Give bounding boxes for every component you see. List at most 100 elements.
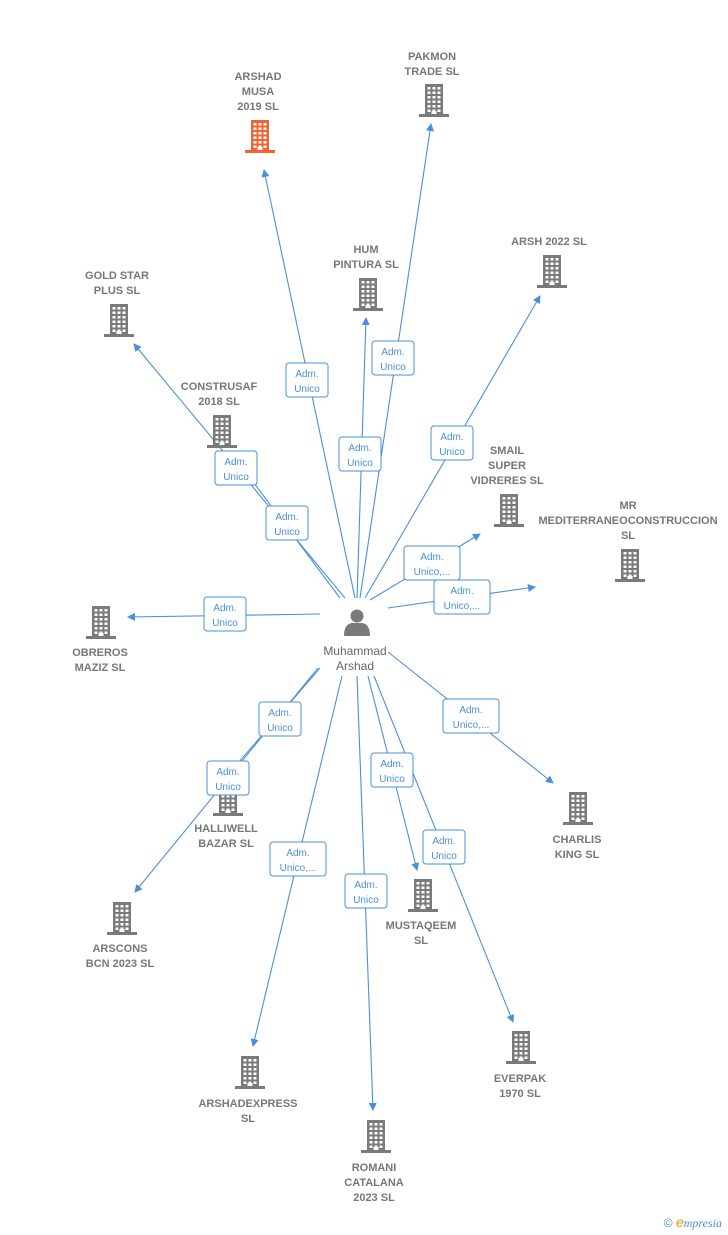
edge-role-text: Adm. (420, 552, 443, 563)
edge-role-text: Adm. (286, 848, 309, 859)
edge-role-label: Adm. Unico (258, 701, 302, 737)
edge-role-text: Adm. (213, 603, 236, 614)
edge-role-label: Adm.Unico (371, 340, 415, 376)
edge-role-text: Adm. (268, 708, 291, 719)
edge-role-label: Adm. Unico (206, 760, 250, 796)
company-name-line: OBREROS (72, 647, 128, 659)
company-name-line: 1970 SL (499, 1088, 541, 1100)
edge-role-text: Adm. (432, 836, 455, 847)
company-name-line: ROMANI (352, 1162, 397, 1174)
company-name-line: SUPER (488, 460, 526, 472)
company-name-line: EVERPAK (494, 1073, 546, 1085)
edge-role-text: Unico (267, 723, 293, 734)
edge-role-label: Adm. Unico (214, 450, 258, 486)
building-icon (419, 84, 449, 117)
edge-role-text: Unico (353, 895, 379, 906)
copyright-symbol: © (663, 1216, 673, 1230)
edge-role-text: Unico (223, 472, 249, 483)
building-icon (353, 278, 383, 311)
edge-role-text: Unico,... (453, 720, 490, 731)
company-name-line: BCN 2023 SL (86, 958, 155, 970)
company-node-arsh-2022[interactable]: ARSH 2022 SL (511, 236, 587, 288)
company-name-line: KING SL (555, 849, 600, 861)
company-node-mustaqeem[interactable]: MUSTAQEEM SL (386, 879, 457, 947)
edge-role-text: Unico (439, 447, 465, 458)
company-name-line: CHARLIS (553, 834, 602, 846)
company-name-line: ARSHAD (234, 71, 281, 83)
building-icon (506, 1031, 536, 1064)
company-name-line: ARSH 2022 SL (511, 236, 587, 248)
company-name-line: MAZIZ SL (75, 662, 126, 674)
edge-role-text: Unico (212, 618, 238, 629)
edge-role-label: Adm.Unico (430, 425, 474, 461)
company-name-line: HALLIWELL (194, 823, 258, 835)
company-node-smail-super-vidreres[interactable]: SMAIL SUPER VIDRERES SL (470, 445, 544, 527)
building-icon (537, 255, 567, 288)
edge-role-label: Adm. Unico (285, 362, 329, 398)
building-icon (361, 1120, 391, 1153)
edge-role-text: Unico (379, 774, 405, 785)
edge-role-text: Unico (347, 458, 373, 469)
edge-role-label: Adm. Unico (338, 436, 382, 472)
building-icon (235, 1056, 265, 1089)
edge-role-text: Unico,... (444, 601, 481, 612)
company-node-gold-star-plus[interactable]: GOLD STAR PLUS SL (85, 270, 149, 337)
company-name-line: MUSTAQEEM (386, 920, 457, 932)
building-icon (86, 606, 116, 639)
company-name-line: MR (619, 500, 636, 512)
company-node-charlis-king[interactable]: CHARLIS KING SL (553, 792, 602, 861)
company-name-line: 2023 SL (353, 1192, 395, 1204)
building-icon (107, 902, 137, 935)
company-node-obreros-maziz[interactable]: OBREROS MAZIZ SL (72, 606, 128, 674)
edge-role-text: Adm. (459, 705, 482, 716)
person-node[interactable]: Muhammad Arshad (323, 609, 387, 674)
company-name-line: HUM (353, 244, 378, 256)
company-name-line: PLUS SL (94, 285, 141, 297)
company-name-line: SMAIL (490, 445, 525, 457)
edge-role-label: Adm. Unico,... (442, 698, 500, 734)
edge-role-text: Adm. (216, 767, 239, 778)
company-name-line: SL (241, 1113, 255, 1125)
company-name-line: VIDRERES SL (470, 475, 544, 487)
edge-role-text: Unico (294, 384, 320, 395)
edge-role-text: Adm. (224, 457, 247, 468)
company-name-line: PAKMON (408, 51, 456, 63)
company-name-line: MUSA (242, 86, 274, 98)
edge-role-text: Unico (215, 782, 241, 793)
edge-role-text: Adm. (295, 369, 318, 380)
edge-role-text: Adm. (380, 759, 403, 770)
building-icon (615, 549, 645, 582)
edge-role-label: Adm. Unico,... (433, 579, 491, 615)
brand-logo-text: mpresia (683, 1216, 722, 1230)
building-icon (245, 120, 275, 153)
company-name-line: BAZAR SL (198, 838, 254, 850)
edge-role-label: Adm. Unico (370, 752, 414, 788)
edge-role-label: Adm.Unico (265, 505, 309, 541)
building-icon (207, 415, 237, 448)
company-name-line: SL (414, 935, 428, 947)
edge-role-text: Adm. (354, 880, 377, 891)
edge-role-text: Adm. (450, 586, 473, 597)
company-name-line: 2018 SL (198, 396, 240, 408)
company-node-everpak-1970[interactable]: EVERPAK 1970 SL (494, 1031, 546, 1100)
company-name-line: ARSHADEXPRESS (198, 1098, 297, 1110)
person-icon (344, 609, 370, 636)
building-icon (563, 792, 593, 825)
company-node-arshadexpress[interactable]: ARSHADEXPRESS SL (198, 1056, 298, 1125)
edge-role-text: Unico (431, 851, 457, 862)
edge-role-text: Unico,... (280, 863, 317, 874)
edge-role-text: Unico,... (414, 567, 451, 578)
building-icon (408, 879, 438, 912)
footer-brand: © empresia (664, 1214, 722, 1231)
brand-logo-e: e (675, 1214, 684, 1230)
edge-role-label: Adm. Unico,... (403, 545, 461, 581)
company-name-line: GOLD STAR (85, 270, 149, 282)
edge-role-text: Adm. (348, 443, 371, 454)
